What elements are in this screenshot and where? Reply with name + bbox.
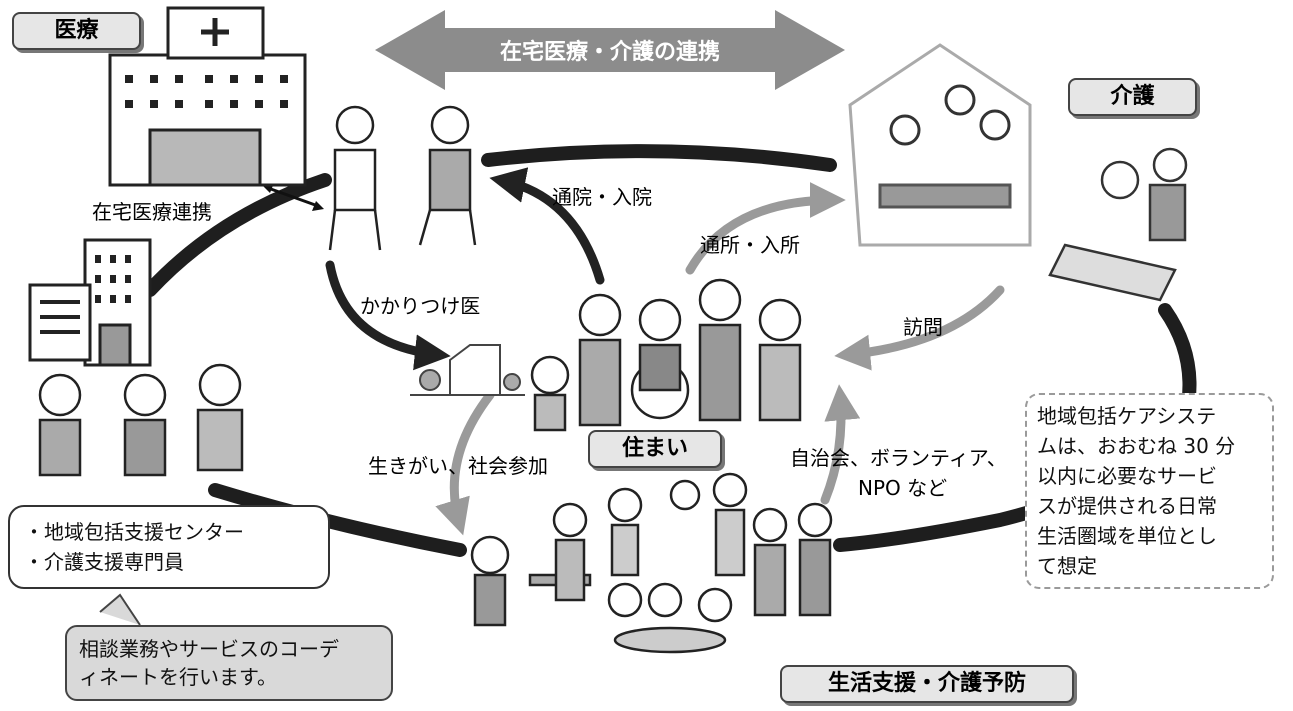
arrow-family-doctor xyxy=(325,260,451,371)
support-item: ・地域包括支援センター xyxy=(24,520,244,544)
category-lifesupport: 生活支援・介護予防 xyxy=(780,665,1074,703)
bed-care-illustration xyxy=(1048,147,1188,302)
category-medical: 医療 xyxy=(12,12,141,50)
office-building-illustration xyxy=(28,238,152,367)
label-volunteer-line2: NPO など xyxy=(858,476,948,500)
category-care: 介護 xyxy=(1068,78,1197,116)
label-visit: 訪問 xyxy=(903,315,943,339)
area-note-line: て想定 xyxy=(1037,554,1097,578)
label-daycare: 通所・入所 xyxy=(700,233,800,257)
hospital-illustration xyxy=(108,6,307,187)
label-outpatient: 通院・入院 xyxy=(552,185,652,209)
label-volunteer-line1: 自治会、ボランティア、 xyxy=(790,446,1007,470)
ring-top-left xyxy=(143,173,332,297)
family-illustration xyxy=(530,278,802,432)
arrow-daycare xyxy=(685,182,846,275)
consult-bubble: 相談業務やサービスのコーデ ィネートを行います。 xyxy=(65,625,393,701)
arrow-volunteer xyxy=(820,384,861,505)
arrow-visit xyxy=(834,285,1005,371)
area-note-line: スが提供される日常 xyxy=(1037,494,1217,518)
consult-line: ィネートを行います。 xyxy=(79,665,277,689)
staff-illustration xyxy=(38,363,244,477)
consult-line: 相談業務やサービスのコーデ xyxy=(79,637,339,661)
arrow-outpatient xyxy=(489,167,605,285)
label-home-medical: 在宅医療連携 xyxy=(92,200,212,224)
doctor-patient-illustration xyxy=(328,105,477,251)
support-item: ・介護支援専門員 xyxy=(24,550,184,574)
ring-top xyxy=(481,144,837,172)
support-box: ・地域包括支援センター ・介護支援専門員 xyxy=(8,505,330,589)
banner-arrow-shape xyxy=(375,10,845,90)
arrow-purpose xyxy=(435,390,495,536)
label-purpose: 生きがい、社会参加 xyxy=(368,454,548,478)
area-note-line: 生活圏域を単位とし xyxy=(1037,524,1217,548)
banner-title: 在宅医療・介護の連携 xyxy=(499,40,720,65)
bubble-tail xyxy=(99,593,141,626)
area-note-line: ムは、おおむね 30 分 xyxy=(1037,434,1236,458)
house-illustration xyxy=(410,344,525,396)
care-house-illustration xyxy=(848,43,1032,247)
area-note-line: 以内に必要なサービ xyxy=(1037,464,1217,488)
area-note: 地域包括ケアシステ ムは、おおむね 30 分 以内に必要なサービ スが提供される… xyxy=(1025,393,1274,589)
community-illustration xyxy=(470,472,833,654)
label-family-doctor: かかりつけ医 xyxy=(360,294,481,318)
category-housing: 住まい xyxy=(588,430,722,468)
ring-bottom-left xyxy=(208,483,467,557)
area-note-line: 地域包括ケアシステ xyxy=(1037,404,1217,428)
arrow-home-medical xyxy=(267,186,319,208)
